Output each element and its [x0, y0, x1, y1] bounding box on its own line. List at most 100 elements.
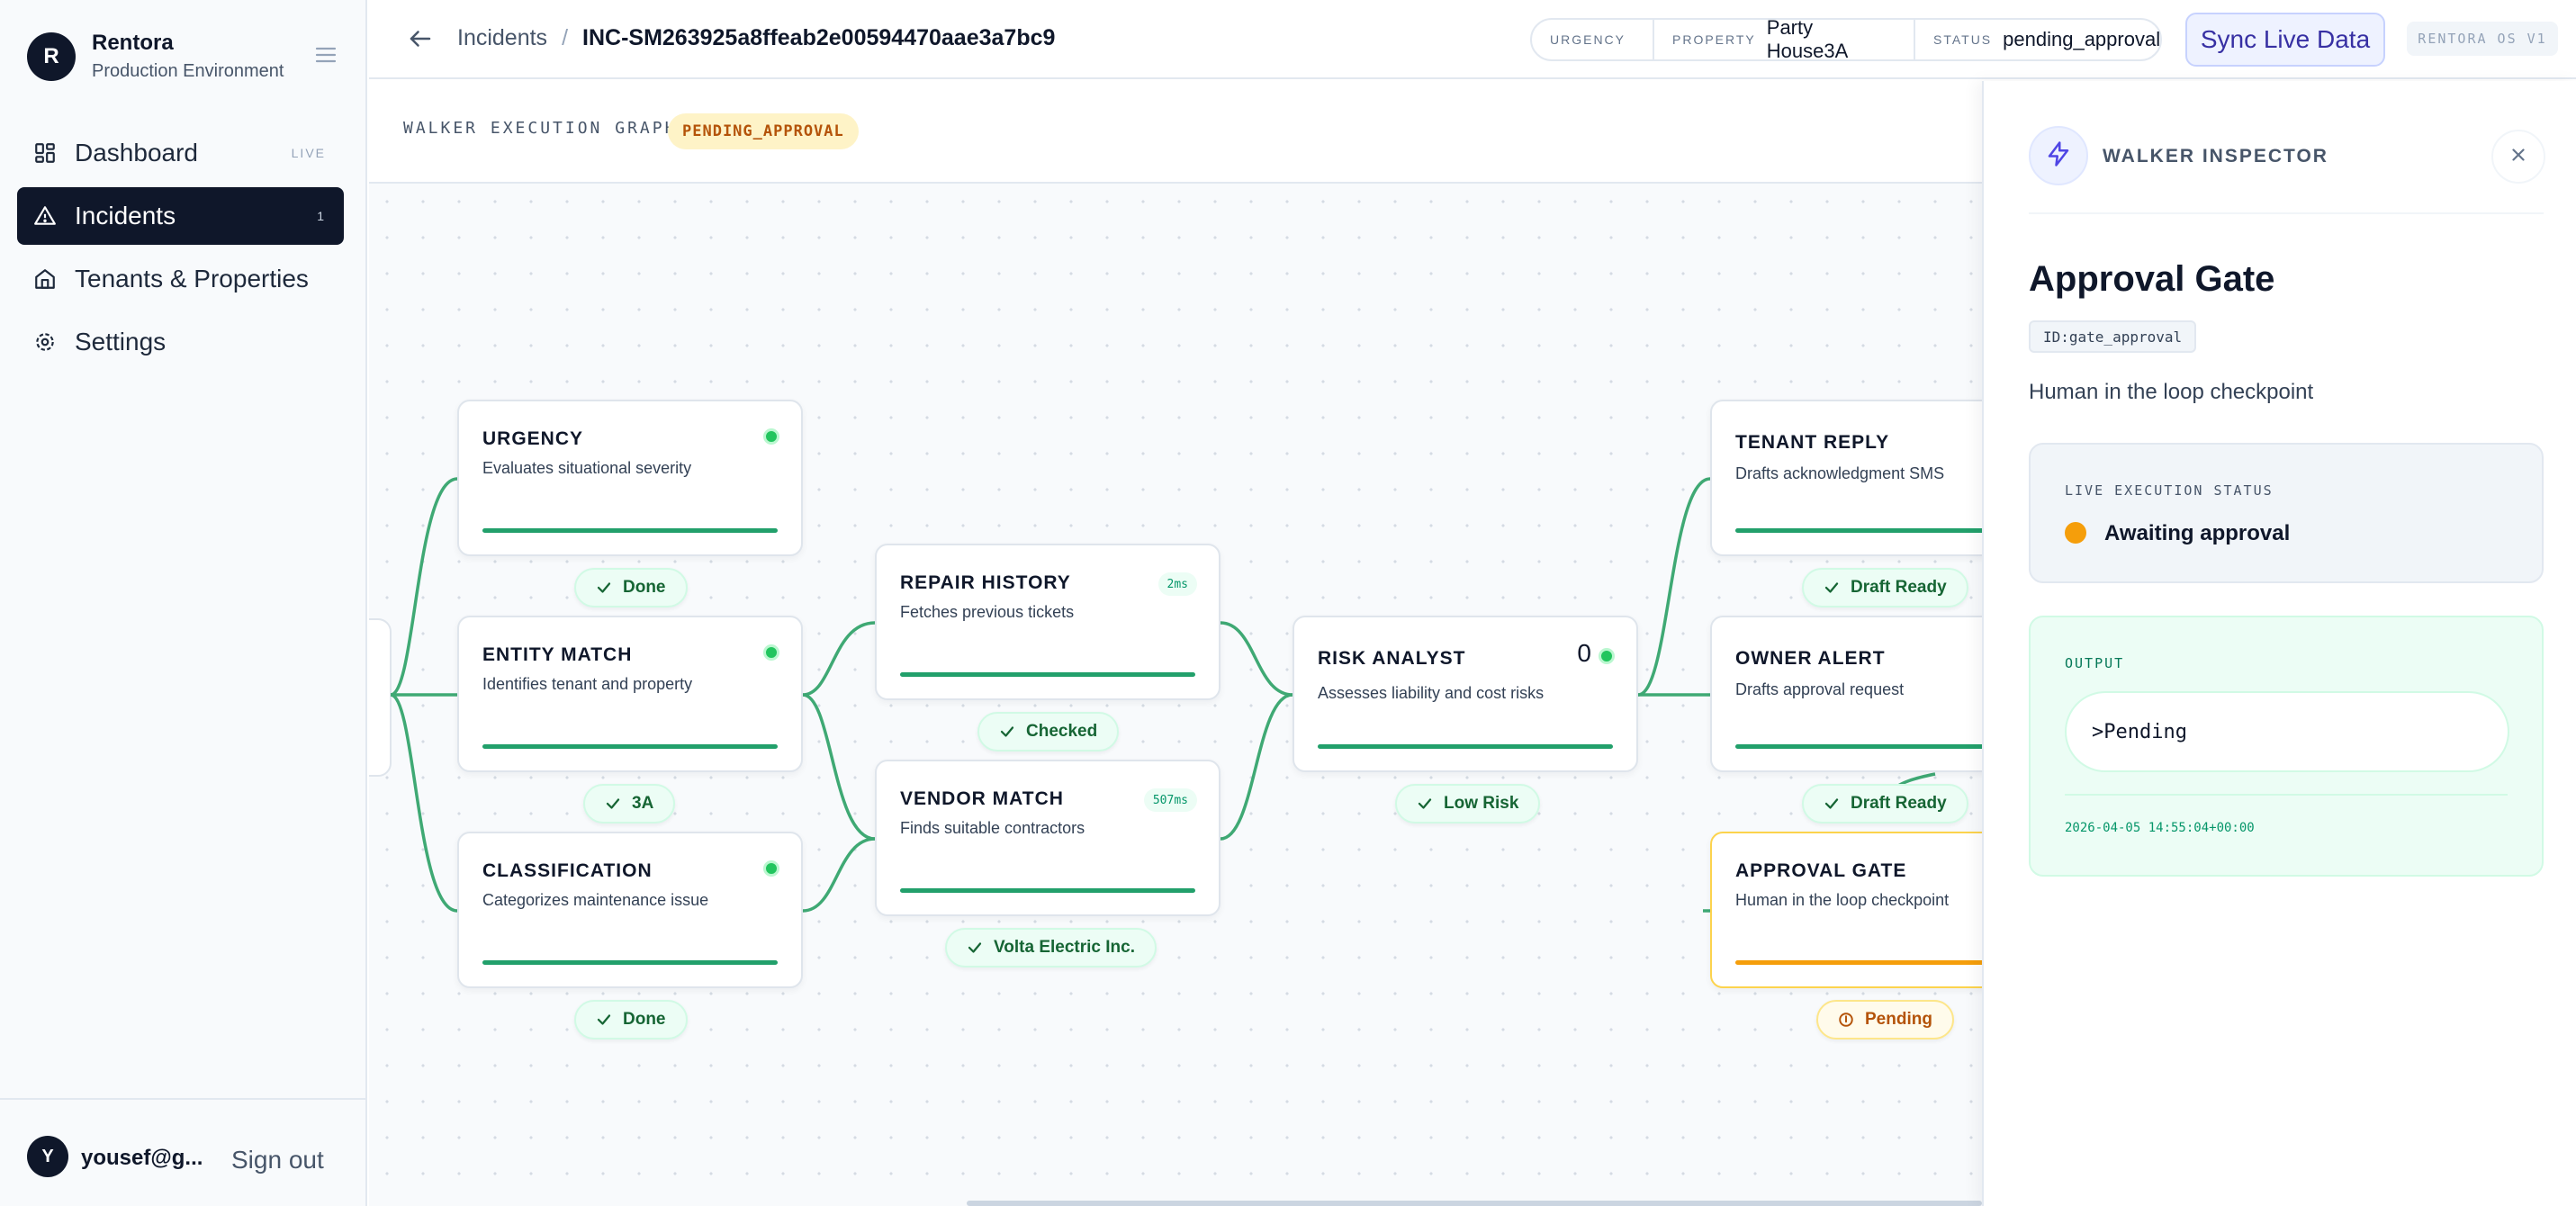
check-icon — [596, 580, 612, 596]
breadcrumb-incidents[interactable]: Incidents — [457, 25, 548, 50]
brand-name: Rentora — [92, 31, 174, 55]
gear-icon — [33, 330, 57, 354]
node-repair-history[interactable]: REPAIR HISTORY Fetches previous tickets … — [875, 544, 1220, 700]
top-header: Incidents / INC-SM263925a8ffeab2e0059447… — [369, 0, 2576, 79]
status-card-value: Awaiting approval — [2104, 521, 2291, 545]
dashboard-icon — [33, 141, 57, 165]
node-tenant-reply[interactable]: TENANT REPLY Drafts acknowledgment SMS — [1710, 400, 1982, 556]
node-id-tag: ID:gate_approval — [2029, 320, 2197, 353]
status-dot — [763, 644, 779, 661]
nav-item-dashboard[interactable]: Dashboard LIVE — [17, 124, 344, 182]
version-badge: RENTORA OS V1 — [2407, 22, 2558, 56]
check-icon — [1824, 580, 1840, 596]
badge-urgency: Done — [574, 568, 688, 608]
property-label: PROPERTY — [1672, 32, 1756, 47]
breadcrumb-separator: / — [562, 25, 569, 50]
badge-label: Done — [623, 1010, 666, 1029]
selected-node-description: Human in the loop checkpoint — [2029, 380, 2314, 404]
badge-label: Low Risk — [1444, 794, 1519, 813]
node-title: CLASSIFICATION — [482, 860, 653, 881]
badge-label: Done — [623, 578, 666, 597]
property-value: Party House3A — [1766, 16, 1849, 62]
output-label: OUTPUT — [2065, 655, 2125, 671]
urgency-label: URGENCY — [1550, 32, 1626, 47]
node-description: Finds suitable contractors — [900, 819, 1085, 837]
incident-count: 1 — [317, 209, 326, 223]
output-value[interactable]: >Pending — [2065, 691, 2509, 772]
environment-label: Production Environment — [92, 61, 284, 81]
nav-item-label: Dashboard — [75, 139, 198, 166]
output-card: OUTPUT >Pending 2026-04-05 14:55:04+00:0… — [2029, 616, 2544, 877]
badge-owner-alert: Draft Ready — [1802, 784, 1968, 824]
status-label: STATUS — [1933, 32, 1993, 47]
check-icon — [999, 724, 1015, 740]
sign-out-button[interactable]: Sign out — [231, 1146, 324, 1174]
node-vendor-match[interactable]: VENDOR MATCH Finds suitable contractors … — [875, 760, 1220, 916]
status-value: pending_approval — [2003, 28, 2161, 50]
walker-inspector-panel: WALKER INSPECTOR Approval Gate ID:gate_a… — [1982, 81, 2576, 1206]
live-status-card: LIVE EXECUTION STATUS Awaiting approval — [2029, 443, 2544, 583]
badge-risk-analyst: Low Risk — [1395, 784, 1541, 824]
node-title: ENTITY MATCH — [482, 644, 633, 665]
progress-bar — [1735, 744, 1982, 749]
badge-vendor-match: Volta Electric Inc. — [945, 928, 1157, 968]
badge-label: Checked — [1026, 722, 1098, 741]
brand[interactable]: R Rentora Production Environment — [27, 31, 284, 82]
nav-item-label: Incidents — [75, 202, 176, 230]
nav-item-settings[interactable]: Settings — [17, 313, 344, 371]
badge-repair-history: Checked — [977, 712, 1120, 752]
status-dot — [763, 428, 779, 445]
brand-logo: R — [27, 32, 76, 81]
check-icon — [1824, 796, 1840, 812]
sidebar-footer: Y yousef@g... Sign out — [0, 1098, 365, 1206]
badge-label: Volta Electric Inc. — [994, 938, 1135, 957]
back-arrow-icon[interactable] — [407, 25, 434, 52]
badge-approval-gate: Pending — [1816, 1000, 1954, 1040]
nav-item-tenants-properties[interactable]: Tenants & Properties — [17, 250, 344, 308]
close-button[interactable] — [2491, 130, 2545, 184]
alert-triangle-icon — [33, 204, 57, 228]
node-description: Human in the loop checkpoint — [1735, 891, 1950, 909]
badge-label: Draft Ready — [1851, 578, 1947, 597]
progress-bar — [1735, 528, 1982, 533]
node-classification[interactable]: CLASSIFICATION Categorizes maintenance i… — [457, 832, 803, 988]
progress-bar — [900, 888, 1195, 893]
progress-bar — [900, 672, 1195, 677]
nav-item-incidents[interactable]: Incidents 1 — [17, 187, 344, 245]
horizontal-scrollbar[interactable] — [967, 1201, 1982, 1206]
node-title: RISK ANALYST — [1318, 648, 1466, 669]
node-description: Drafts approval request — [1735, 680, 1905, 698]
check-icon — [605, 796, 621, 812]
progress-bar — [1318, 744, 1613, 749]
duration-badge: 507ms — [1143, 788, 1197, 812]
selected-node-name: Approval Gate — [2029, 259, 2275, 299]
node-risk-analyst[interactable]: RISK ANALYST Assesses liability and cost… — [1293, 616, 1638, 772]
node-approval-gate[interactable]: APPROVAL GATE Human in the loop checkpoi… — [1710, 832, 1982, 988]
lightning-icon — [2045, 140, 2072, 172]
main-nav: Dashboard LIVE Incidents 1 Tenants & Pro… — [17, 124, 344, 376]
breadcrumb: Incidents / INC-SM263925a8ffeab2e0059447… — [457, 25, 1055, 51]
node-owner-alert[interactable]: OWNER ALERT Drafts approval request — [1710, 616, 1982, 772]
node-description: Identifies tenant and property — [482, 675, 693, 693]
pending-status-dot — [2065, 522, 2086, 544]
nav-item-label: Tenants & Properties — [75, 265, 309, 292]
close-icon — [2508, 145, 2528, 169]
badge-tenant-reply: Draft Ready — [1802, 568, 1968, 608]
check-icon — [1417, 796, 1433, 812]
clock-icon — [1838, 1012, 1854, 1028]
collapse-sidebar-icon[interactable] — [314, 44, 338, 66]
sync-live-data-button[interactable]: Sync Live Data — [2185, 13, 2385, 67]
output-timestamp: 2026-04-05 14:55:04+00:00 — [2065, 821, 2255, 835]
node-entity-match[interactable]: ENTITY MATCH Identifies tenant and prope… — [457, 616, 803, 772]
node-description: Fetches previous tickets — [900, 603, 1075, 621]
avatar[interactable]: Y — [27, 1136, 68, 1177]
divider — [2065, 794, 2508, 796]
node-urgency[interactable]: URGENCY Evaluates situational severity — [457, 400, 803, 556]
progress-bar — [482, 528, 778, 533]
node-description: Drafts acknowledgment SMS — [1735, 464, 1945, 482]
check-icon — [967, 940, 983, 956]
graph-header: WALKER EXECUTION GRAPH PENDING_APPROVAL — [369, 81, 1982, 184]
inspector-title: WALKER INSPECTOR — [2103, 146, 2328, 166]
graph-canvas[interactable]: URGENCY Evaluates situational severity D… — [369, 184, 1982, 1206]
home-icon — [33, 267, 57, 291]
